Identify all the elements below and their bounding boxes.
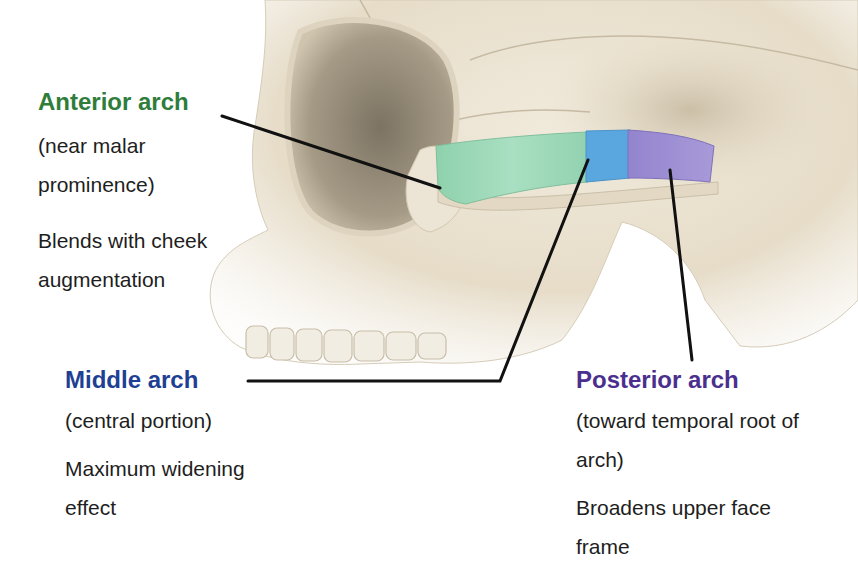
region-title: Anterior arch <box>38 88 253 116</box>
teeth <box>246 326 446 362</box>
region-effect: Maximum widening effect <box>65 449 295 527</box>
region-effect: Broadens upper face frame <box>576 488 808 566</box>
region-note: (central portion) <box>65 401 295 440</box>
region-title: Posterior arch <box>576 366 808 394</box>
leader-line <box>222 116 692 381</box>
region-title: Middle arch <box>65 366 295 394</box>
region-note: (toward temporal root of arch) <box>576 401 808 479</box>
anterior-arch-segment <box>436 132 588 204</box>
region-note: (near malar prominence) <box>38 126 253 204</box>
skull-bone <box>210 0 858 364</box>
middle-arch-segment <box>586 130 630 182</box>
region-effect: Blends with cheek augmentation <box>38 221 253 299</box>
